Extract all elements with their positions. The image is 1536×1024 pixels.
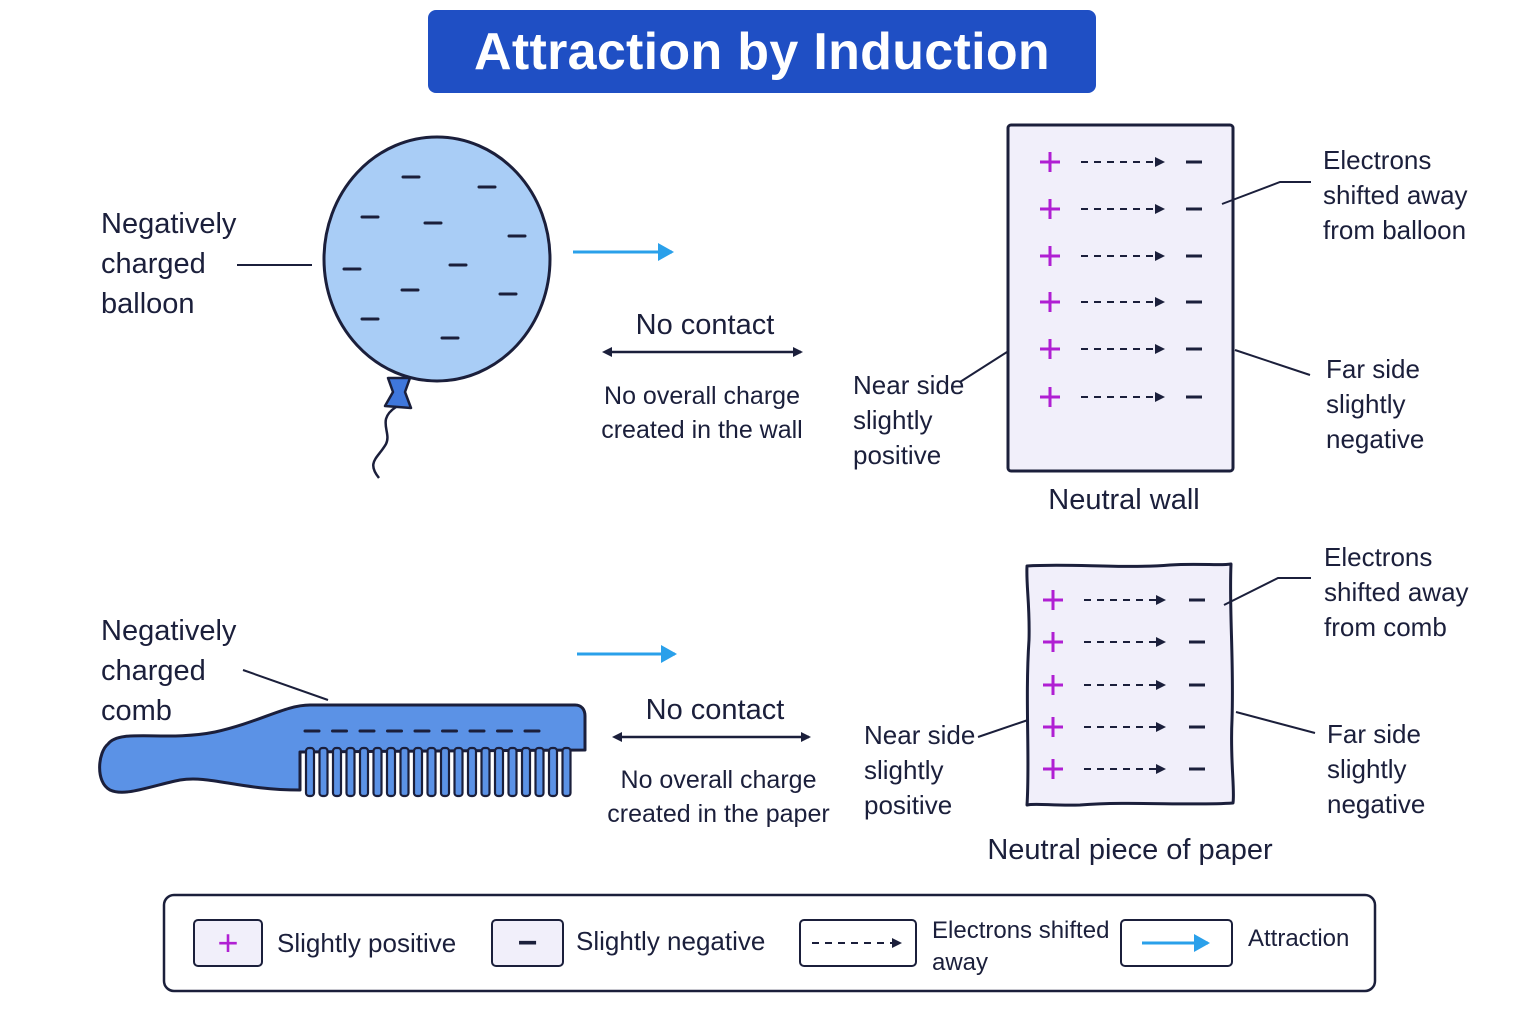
positive-charge-icon: [1040, 387, 1060, 407]
wall-label: Neutral wall: [1048, 484, 1200, 516]
comb-tooth: [385, 746, 397, 798]
paper-far-leader: [1235, 711, 1316, 734]
balloon-label: Negatively charged balloon: [101, 208, 237, 320]
legend-positive-symbol: +: [217, 922, 239, 963]
wall-charge-rows: [1040, 152, 1202, 407]
comb-tooth: [426, 746, 437, 798]
positive-charge-icon: [1043, 632, 1063, 652]
paper-electrons-leader: [1223, 577, 1311, 606]
legend-negative-label: Slightly negative: [576, 926, 766, 956]
page-title: Attraction by Induction: [474, 22, 1050, 81]
charge-note-wall: No overall charge created in the wall: [601, 382, 803, 444]
paper-far-side-label: Far side slightly negative: [1327, 719, 1426, 819]
wall-charge-row: [1040, 246, 1202, 266]
positive-charge-icon: [1043, 717, 1063, 737]
comb-tooth: [507, 746, 518, 798]
paper-charge-row: [1043, 632, 1205, 652]
balloon: [322, 135, 552, 479]
positive-charge-icon: [1040, 246, 1060, 266]
wall-near-side-label: Near side slightly positive: [853, 370, 965, 470]
legend-positive-label: Slightly positive: [277, 928, 457, 958]
legend-shift-label: Electrons shifted away: [932, 917, 1110, 976]
paper-near-leader: [977, 719, 1029, 738]
wall-far-side-label: Far side slightly negative: [1326, 354, 1425, 454]
wall-charge-row: [1040, 339, 1202, 359]
wall-far-leader: [1234, 349, 1311, 376]
no-contact-label-balloon: No contact: [635, 309, 775, 341]
paper-charge-rows: [1043, 590, 1205, 779]
neutral-paper: [1025, 562, 1235, 807]
comb-label: Negatively charged comb: [101, 615, 237, 727]
comb-tooth: [561, 746, 572, 798]
paper-charge-row: [1043, 717, 1205, 737]
comb-tooth: [304, 746, 316, 798]
legend-box: [162, 893, 1377, 993]
wall-charge-row: [1040, 292, 1202, 312]
no-contact-label-comb: No contact: [645, 694, 785, 726]
comb-tooth: [493, 746, 505, 798]
comb-tooth: [480, 746, 491, 798]
neutral-wall: [1006, 123, 1235, 473]
paper-electrons-label: Electrons shifted away from comb: [1324, 542, 1469, 642]
wall-electrons-leader: [1221, 181, 1311, 205]
legend-positive-swatch: [193, 919, 263, 967]
legend-attraction-label: Attraction: [1248, 925, 1350, 952]
legend-negative-swatch: [491, 919, 564, 967]
comb-tooth: [547, 746, 559, 798]
wall-electrons-label: Electrons shifted away from balloon: [1323, 145, 1468, 245]
comb-teeth: [304, 746, 572, 798]
comb-tooth: [345, 746, 356, 798]
comb: [98, 703, 587, 798]
legend-negative-symbol: −: [517, 924, 538, 962]
positive-charge-icon: [1040, 152, 1060, 172]
comb-tooth: [331, 746, 343, 798]
title-bar: Attraction by Induction: [428, 10, 1096, 93]
comb-tooth: [358, 746, 370, 798]
wall-charge-row: [1040, 152, 1202, 172]
positive-charge-icon: [1043, 675, 1063, 695]
wall-charge-row: [1040, 199, 1202, 219]
comb-tooth: [520, 746, 532, 798]
comb-tooth: [439, 746, 451, 798]
wall-charge-row: [1040, 387, 1202, 407]
comb-tooth: [372, 746, 383, 798]
comb-tooth: [399, 746, 410, 798]
comb-tooth: [453, 746, 464, 798]
comb-tooth: [534, 746, 545, 798]
wall-near-leader: [959, 351, 1008, 383]
balloon-negative-charges: [342, 175, 527, 340]
positive-charge-icon: [1040, 339, 1060, 359]
comb-label-leader: [242, 669, 329, 701]
positive-charge-icon: [1043, 590, 1063, 610]
positive-charge-icon: [1040, 199, 1060, 219]
comb-tooth: [318, 746, 329, 798]
comb-tooth: [412, 746, 424, 798]
paper-charge-row: [1043, 675, 1205, 695]
paper-label: Neutral piece of paper: [987, 834, 1273, 866]
charge-note-paper: No overall charge created in the paper: [607, 766, 830, 828]
positive-charge-icon: [1040, 292, 1060, 312]
paper-charge-row: [1043, 590, 1205, 610]
comb-tooth: [466, 746, 478, 798]
paper-near-side-label: Near side slightly positive: [864, 720, 976, 820]
paper-charge-row: [1043, 759, 1205, 779]
positive-charge-icon: [1043, 759, 1063, 779]
